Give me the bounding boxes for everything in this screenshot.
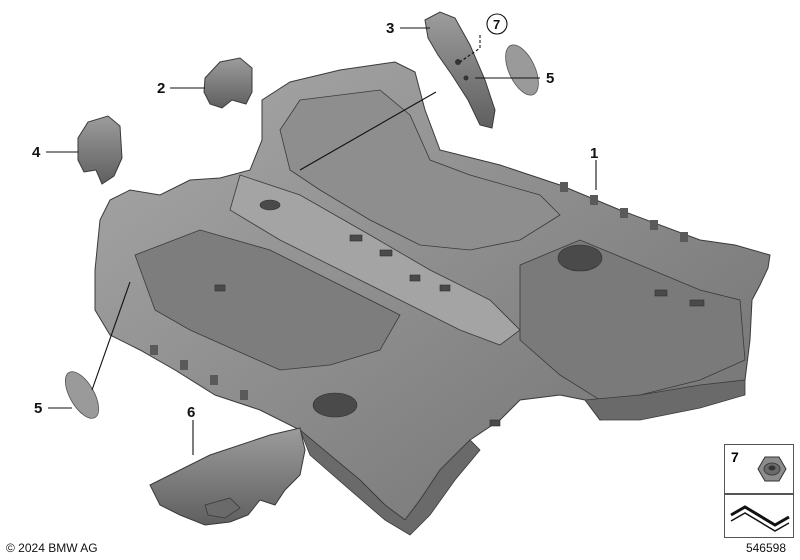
callout-6: 6 — [187, 404, 195, 421]
callout-5-left: 5 — [34, 400, 42, 417]
callout-1: 1 — [590, 145, 598, 162]
mat-symbol-icon — [730, 505, 790, 532]
leader-7 — [459, 35, 481, 63]
insulation-piece-2 — [203, 57, 253, 109]
floor-carpet-main — [94, 61, 771, 536]
diagram-number: 546598 — [745, 541, 786, 555]
insulation-panel-3 — [424, 11, 496, 129]
copyright-text: © 2024 BMW AG — [6, 541, 98, 555]
leader-lines — [46, 27, 597, 455]
insulation-piece-4 — [77, 115, 123, 185]
carpet-cutouts — [214, 199, 705, 427]
callout-3: 3 — [386, 20, 394, 37]
oval-pad-top — [505, 44, 539, 96]
carpet-edge-teeth — [150, 182, 688, 400]
callout-7: 7 — [493, 17, 500, 32]
callout-2: 2 — [157, 80, 165, 97]
leader-5-left — [91, 281, 131, 391]
callout-4: 4 — [32, 144, 41, 161]
legend-nut-box: 7 — [724, 444, 794, 494]
oval-pad-left — [64, 371, 100, 419]
legend-mat-box — [724, 494, 794, 538]
legend-nut-label: 7 — [731, 449, 739, 465]
leader-3-floor — [299, 91, 437, 171]
callout-5-top: 5 — [546, 70, 554, 87]
hex-nut-icon — [757, 456, 787, 482]
mat-piece-6 — [149, 427, 306, 526]
callout-circle-7 — [486, 13, 508, 35]
